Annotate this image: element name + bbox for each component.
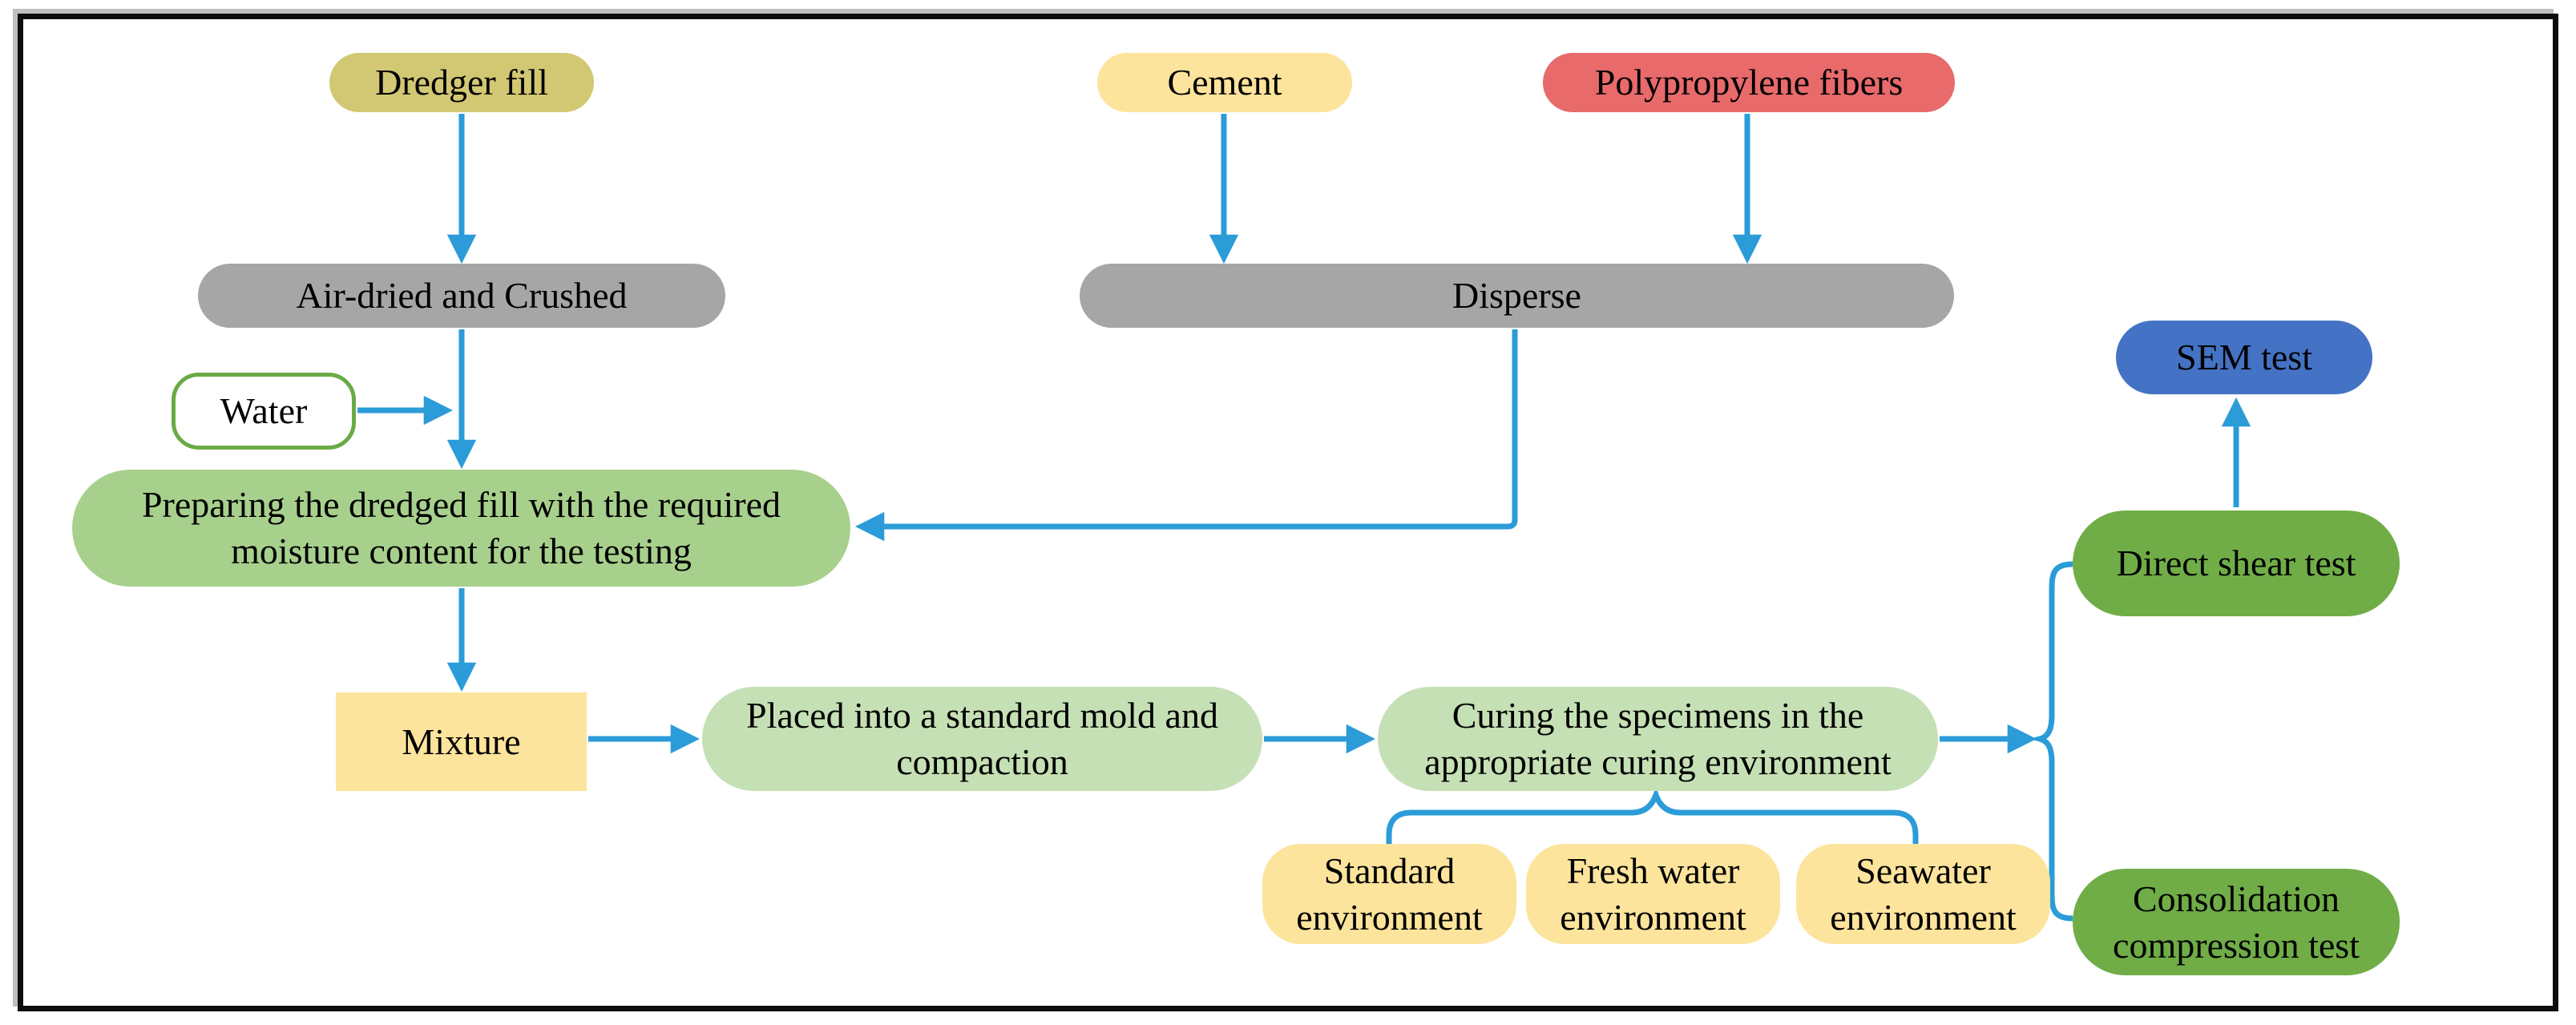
node-sem-test: SEM test bbox=[2116, 321, 2372, 394]
node-disperse: Disperse bbox=[1080, 264, 1954, 328]
node-cement: Cement bbox=[1097, 53, 1352, 112]
node-placed-standard-mold: Placed into a standard mold and compacti… bbox=[702, 687, 1262, 791]
node-air-dried-crushed: Air-dried and Crushed bbox=[198, 264, 725, 328]
node-mixture: Mixture bbox=[336, 692, 587, 791]
node-polypropylene-fibers: Polypropylene fibers bbox=[1543, 53, 1955, 112]
node-dredger-fill: Dredger fill bbox=[329, 53, 594, 112]
node-water: Water bbox=[172, 373, 356, 450]
node-preparing-dredged-fill: Preparing the dredged fill with the requ… bbox=[72, 470, 850, 587]
node-standard-environment: Standard environment bbox=[1262, 844, 1516, 944]
node-direct-shear-test: Direct shear test bbox=[2073, 510, 2400, 616]
node-seawater-environment: Seawater environment bbox=[1796, 844, 2050, 944]
node-curing-specimens: Curing the specimens in the appropriate … bbox=[1378, 687, 1938, 791]
node-freshwater-environment: Fresh water environment bbox=[1526, 844, 1780, 944]
node-consolidation-compression-test: Consolidation compression test bbox=[2073, 869, 2400, 975]
